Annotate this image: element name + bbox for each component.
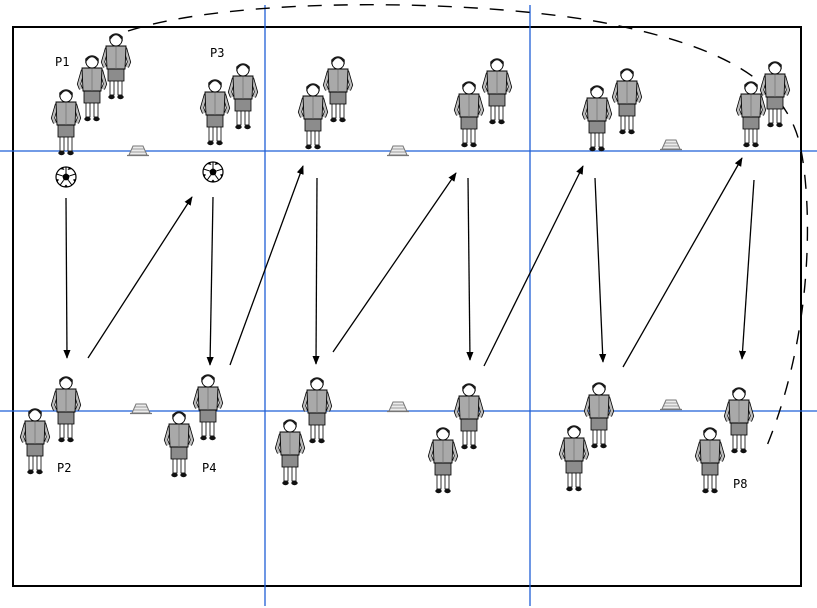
player-figure-icon	[726, 388, 752, 453]
player-label-p8: P8	[733, 477, 747, 491]
player-figure-icon	[456, 82, 482, 147]
player-figure-icon	[614, 69, 640, 134]
pass-arrow	[316, 178, 317, 364]
player-figure-icon	[325, 57, 351, 122]
player-figure-icon	[53, 90, 79, 155]
player-figure-icon	[300, 84, 326, 149]
pass-arrow	[210, 197, 213, 365]
cone-marker-icon	[387, 402, 409, 412]
player-figure-icon	[584, 86, 610, 151]
player-labels: P1 P3 P2 P4 P8	[55, 46, 747, 491]
player-figure-icon	[195, 375, 221, 440]
player-figure-icon	[230, 64, 256, 129]
player-label-p2: P2	[57, 461, 71, 475]
pass-arrow	[468, 178, 470, 360]
pass-arrows	[66, 158, 754, 367]
pass-arrow	[623, 158, 742, 367]
pass-arrow	[484, 166, 583, 366]
player-figure-icon	[202, 80, 228, 145]
pass-arrow	[230, 166, 303, 365]
player-figure-icon	[22, 409, 48, 474]
player-label-p1: P1	[55, 55, 69, 69]
player-figure-icon	[586, 383, 612, 448]
player-figure-icon	[304, 378, 330, 443]
soccer-ball-icon	[203, 162, 223, 182]
player-figure-icon	[738, 82, 764, 147]
player-figure-icon	[456, 384, 482, 449]
player-figure-icon	[762, 62, 788, 127]
pass-arrow	[595, 178, 603, 362]
player-figure-icon	[277, 420, 303, 485]
top-players	[53, 34, 788, 155]
player-figure-icon	[79, 56, 105, 121]
cone-marker-icon	[660, 140, 682, 150]
player-figure-icon	[103, 34, 129, 99]
player-figure-icon	[166, 412, 192, 477]
pass-arrow	[742, 180, 754, 359]
pass-arrow	[333, 173, 456, 352]
player-label-p4: P4	[202, 461, 216, 475]
pass-arrow	[88, 197, 192, 358]
player-figure-icon	[697, 428, 723, 493]
player-figure-icon	[430, 428, 456, 493]
field-border	[13, 27, 801, 586]
pass-arrow	[66, 198, 67, 358]
rotation-path	[128, 5, 807, 448]
cone-marker-icon	[130, 404, 152, 414]
player-figure-icon	[53, 377, 79, 442]
bottom-players	[22, 375, 752, 493]
player-label-p3: P3	[210, 46, 224, 60]
player-figure-icon	[484, 59, 510, 124]
cone-marker-icon	[660, 400, 682, 410]
soccer-ball-icon	[56, 167, 76, 187]
player-figure-icon	[561, 426, 587, 491]
balls	[56, 162, 223, 187]
